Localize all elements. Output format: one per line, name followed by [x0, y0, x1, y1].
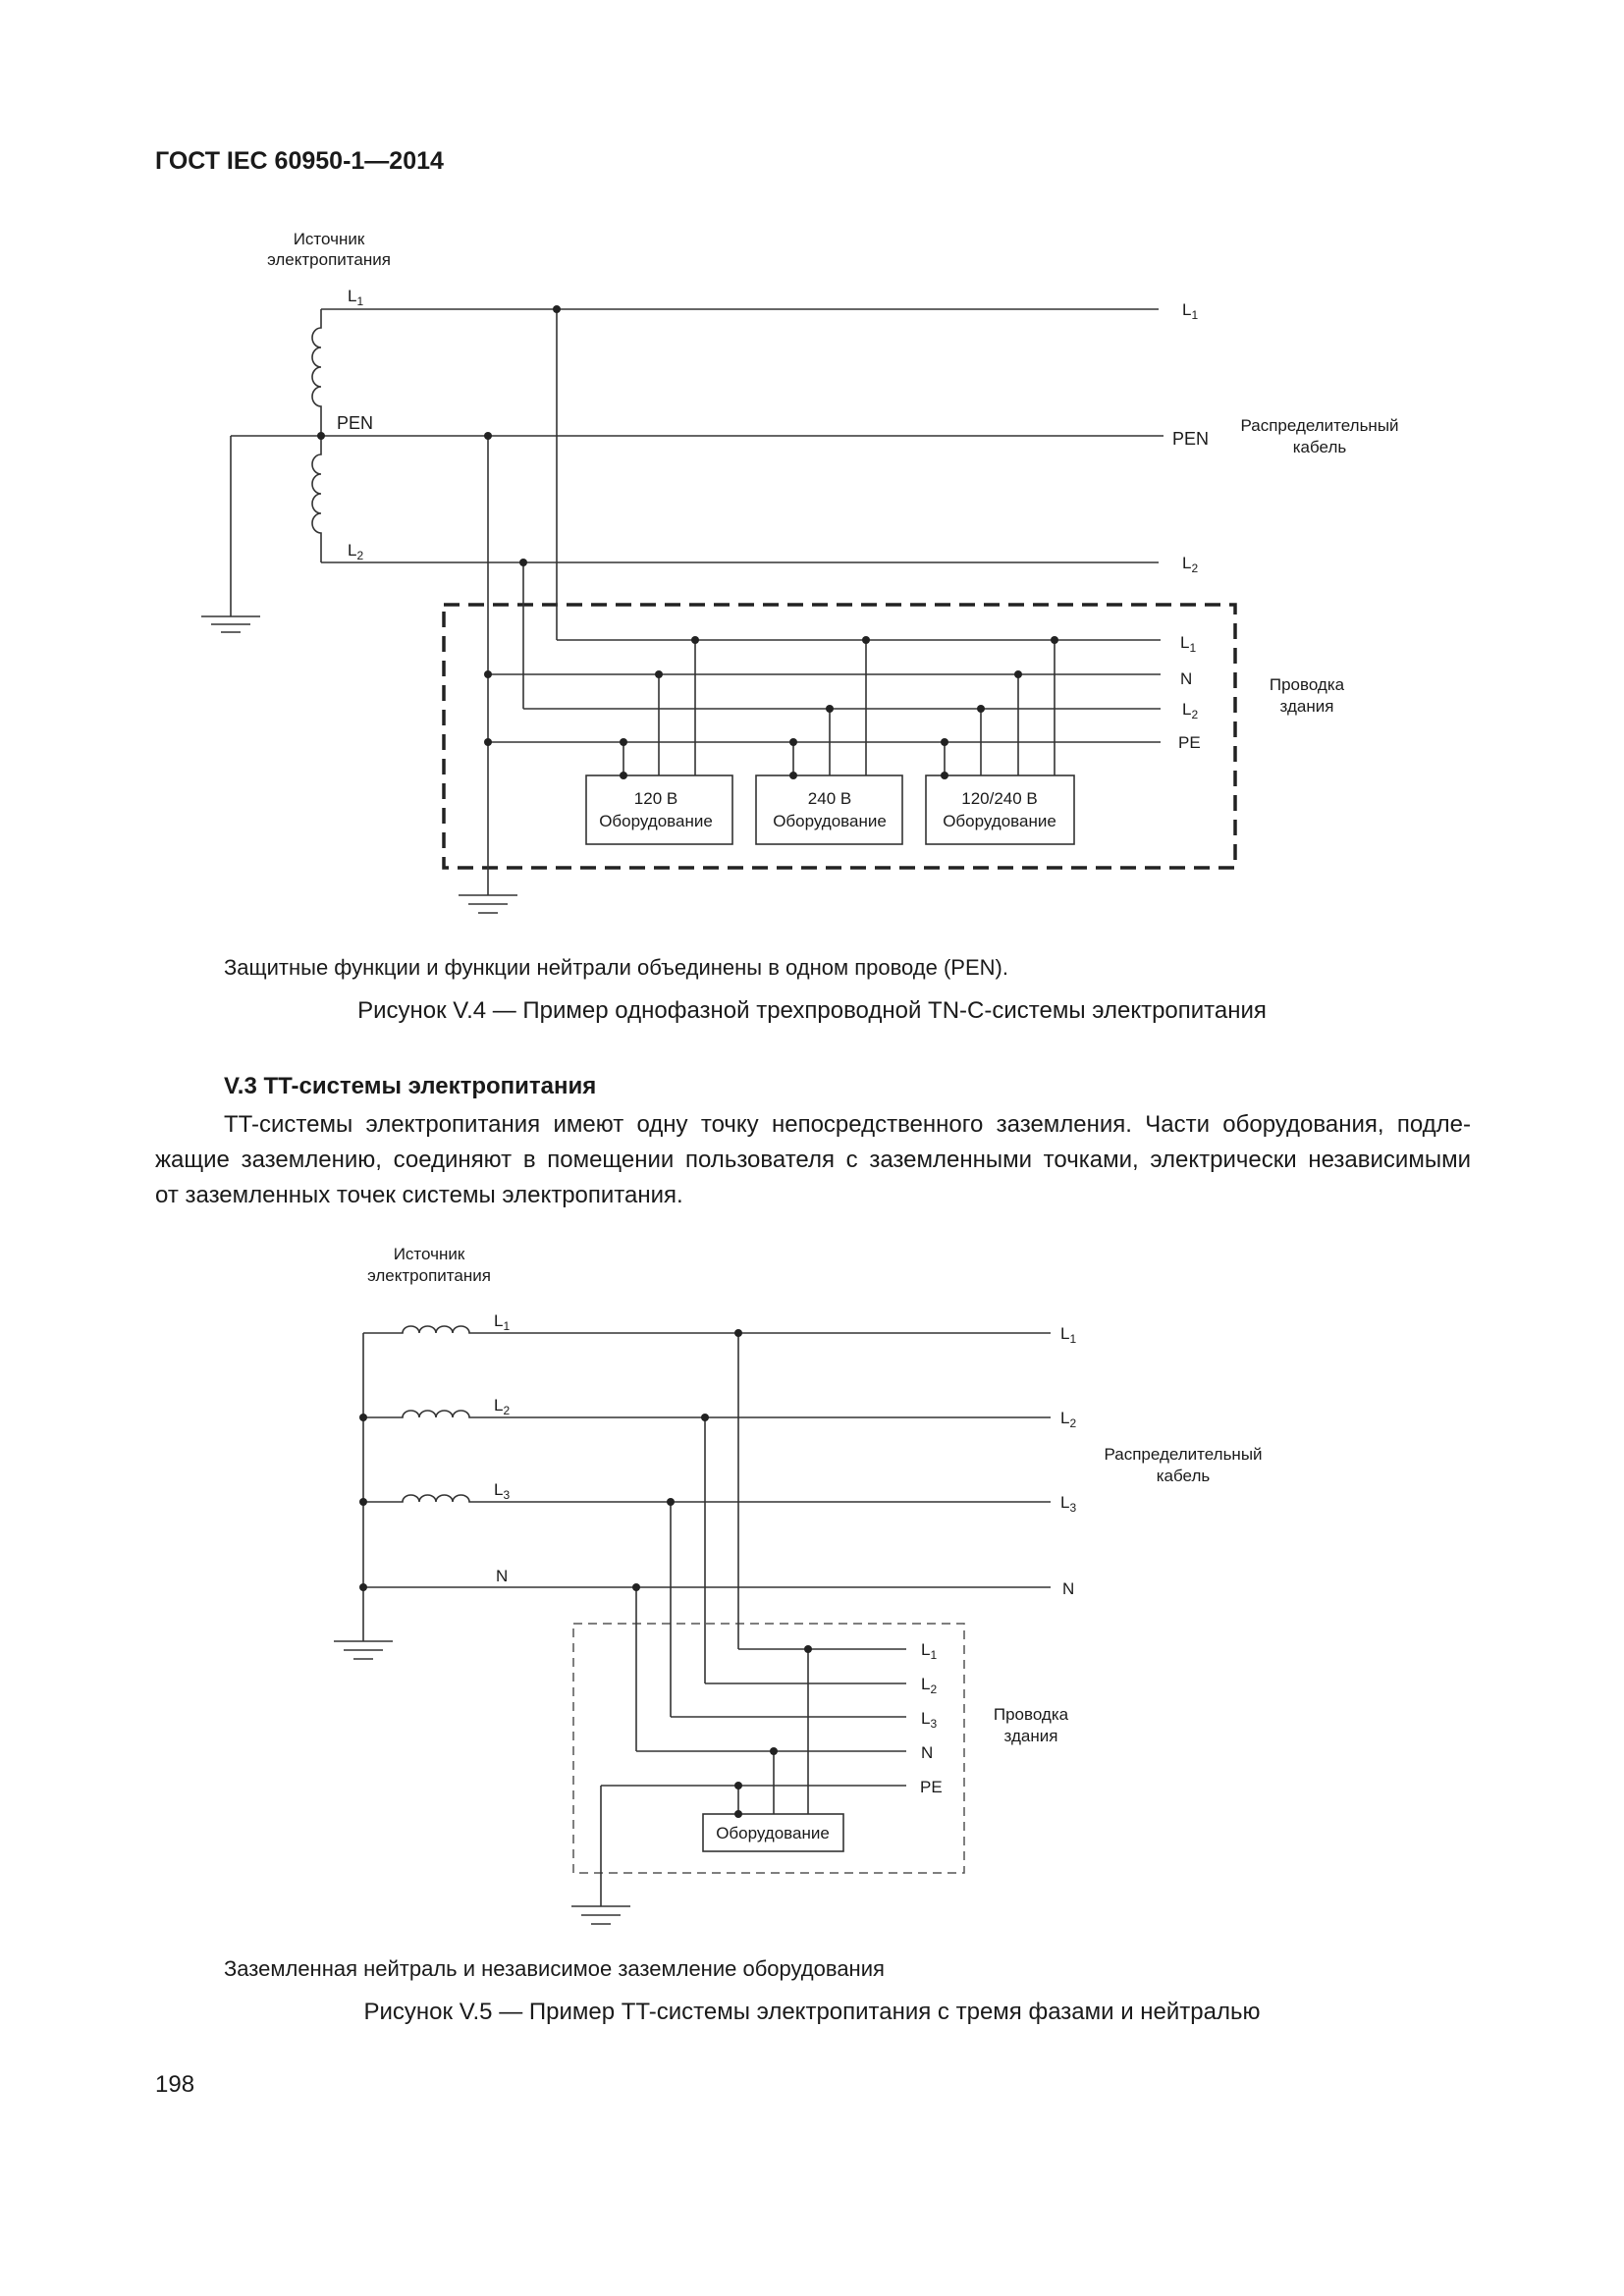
v5-label-l3-right: L3 — [1060, 1493, 1076, 1515]
v4-label-l2-left: L2 — [348, 541, 363, 562]
v5-building-wiring-label-1: Проводка — [994, 1705, 1069, 1724]
v5-label-l1-right: L1 — [1060, 1324, 1076, 1346]
section-paragraph: TT-системы электропитания имеют одну точ… — [155, 1107, 1471, 1213]
v4-equipment-120-240: 120/240 В Оборудование — [925, 640, 1075, 845]
v4-blabel-l2: L2 — [1182, 700, 1198, 721]
figure-v5-note: Заземленная нейтраль и независимое зазем… — [224, 1956, 885, 1981]
v4-transformer-winding-lower — [311, 436, 322, 562]
v4-label-pen-right: PEN — [1172, 429, 1209, 449]
v5-label-n-left: N — [496, 1567, 508, 1585]
v5-dist-cable-label-2: кабель — [1157, 1467, 1211, 1485]
svg-text:120 В: 120 В — [634, 789, 677, 808]
v5-source-label-2: электропитания — [367, 1266, 491, 1285]
svg-text:Оборудование: Оборудование — [599, 812, 713, 830]
v5-building-box — [572, 1623, 965, 1874]
svg-text:240 В: 240 В — [808, 789, 851, 808]
v5-label-l1-left: L1 — [494, 1311, 510, 1333]
svg-text:120/240 В: 120/240 В — [961, 789, 1038, 808]
v4-transformer-winding-upper — [311, 309, 322, 436]
v4-source-earth-symbol — [201, 615, 260, 633]
v5-source-label-1: Источник — [394, 1245, 465, 1263]
v5-equipment: Оборудование — [702, 1649, 844, 1852]
paragraph-line-2: жащие заземлению, соединяют в помещении … — [155, 1147, 1471, 1173]
v4-equipment-240: 240 В Оборудование — [755, 640, 903, 845]
v4-label-pen-left: PEN — [337, 413, 373, 433]
v5-coil-l1 — [363, 1325, 1051, 1334]
v4-building-wiring-label-1: Проводка — [1270, 675, 1345, 694]
v4-blabel-n: N — [1180, 669, 1192, 688]
v5-junction-dots — [359, 1329, 812, 1818]
v5-blabel-l1: L1 — [921, 1640, 937, 1662]
v5-coil-l3 — [363, 1494, 1051, 1503]
paragraph-line-1: TT-системы электропитания имеют одну точ… — [224, 1111, 1471, 1138]
v4-blabel-l1: L1 — [1180, 633, 1196, 655]
v5-blabel-l3: L3 — [921, 1709, 937, 1731]
paragraph-line-3: от заземленных точек системы электропита… — [155, 1182, 683, 1208]
v4-equipment-120: 120 В Оборудование — [585, 640, 733, 845]
v4-building-box — [442, 603, 1237, 870]
v5-equipment-earth-symbol — [571, 1905, 630, 1925]
v4-junction-dots — [317, 305, 1058, 779]
svg-text:Оборудование: Оборудование — [716, 1824, 830, 1842]
figure-v5-caption: Рисунок V.5 — Пример TT-системы электроп… — [363, 1999, 1261, 2025]
v5-label-n-right: N — [1062, 1579, 1074, 1598]
page-number: 198 — [155, 2071, 195, 2098]
v5-label-l2-right: L2 — [1060, 1409, 1076, 1430]
v4-building-wiring-label-2: здания — [1280, 697, 1334, 716]
v4-label-l1-right: L1 — [1182, 300, 1198, 322]
v5-building-wiring-label-2: здания — [1004, 1727, 1058, 1745]
document-header: ГОСТ IEC 60950-1—2014 — [155, 147, 444, 175]
v4-source-label-2: электропитания — [267, 250, 391, 269]
v5-blabel-l2: L2 — [921, 1675, 937, 1696]
v5-source-earth-symbol — [334, 1640, 393, 1660]
figure-v4-caption: Рисунок V.4 — Пример однофазной трехпров… — [357, 997, 1267, 1024]
v4-dist-cable-label-1: Распределительный — [1240, 416, 1398, 435]
figure-v4-note: Защитные функции и функции нейтрали объе… — [224, 955, 1008, 980]
v5-label-l3-left: L3 — [494, 1480, 510, 1502]
section-title: V.3 TT-системы электропитания — [224, 1073, 597, 1099]
v5-coil-l2 — [363, 1410, 1051, 1418]
v4-source-label-1: Источник — [294, 230, 365, 248]
v4-label-l1-left: L1 — [348, 287, 363, 308]
v5-blabel-n: N — [921, 1743, 933, 1762]
figure-v5-diagram: Источник электропитания L1 L2 L3 N L1 L2… — [334, 1245, 1263, 1925]
figure-v4-diagram: Источник электропитания L1 PEN L2 L1 PEN… — [201, 230, 1399, 914]
v4-dist-cable-label-2: кабель — [1293, 438, 1347, 456]
v5-dist-cable-label-1: Распределительный — [1104, 1445, 1262, 1464]
v4-blabel-pe: PE — [1178, 733, 1201, 752]
v4-building-earth-symbol — [459, 894, 517, 914]
v5-label-l2-left: L2 — [494, 1396, 510, 1417]
svg-text:Оборудование: Оборудование — [773, 812, 887, 830]
v5-blabel-pe: PE — [920, 1778, 943, 1796]
v4-label-l2-right: L2 — [1182, 554, 1198, 575]
svg-text:Оборудование: Оборудование — [943, 812, 1056, 830]
